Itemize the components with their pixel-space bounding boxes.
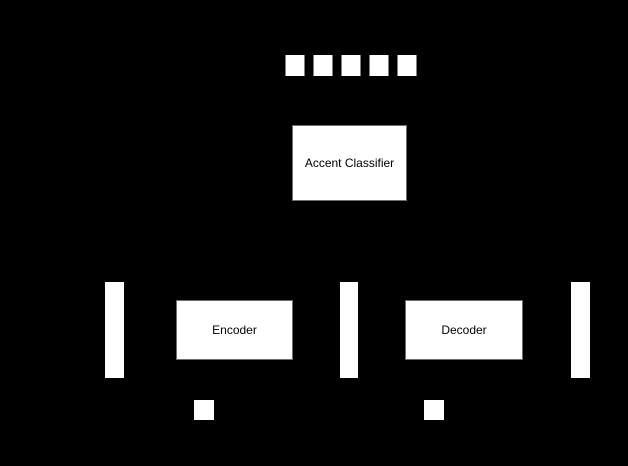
token-square [369,55,389,76]
decoder-box: Decoder [405,300,523,360]
bottom-square-right [424,400,444,420]
encoder-label: Encoder [212,323,257,337]
decoder-label: Decoder [441,323,487,337]
token-square [341,55,361,76]
token-square [397,55,417,76]
feature-bar-left [105,282,124,378]
token-square [285,55,305,76]
accent-classifier-box: Accent Classifier [292,125,407,201]
feature-bar-right [571,282,590,378]
bottom-square-left [194,400,214,420]
token-square [313,55,333,76]
token-square-row [285,55,417,76]
feature-bar-middle [340,282,358,378]
encoder-box: Encoder [176,300,293,360]
accent-classifier-label: Accent Classifier [304,156,395,170]
